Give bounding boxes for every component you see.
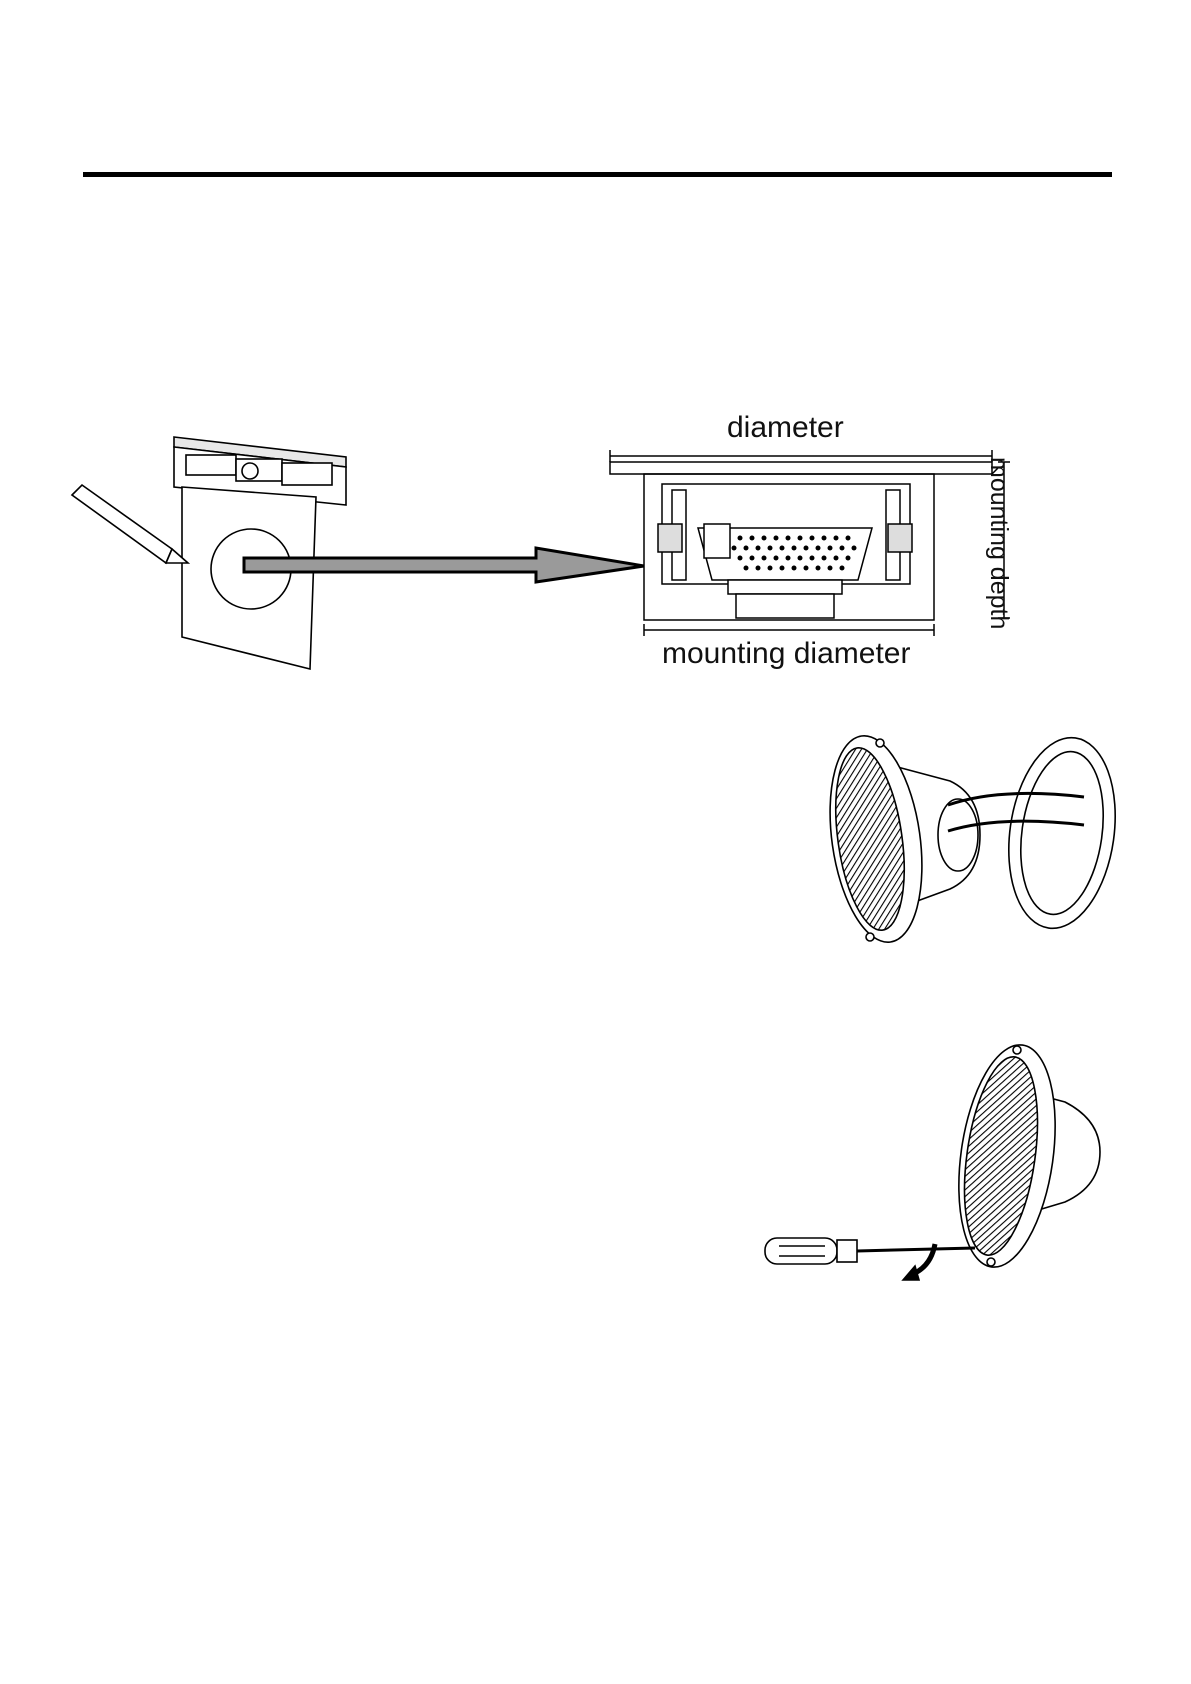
arrow-right-icon <box>240 540 660 590</box>
speaker-with-mounting-ring-icon <box>830 715 1120 975</box>
mounting-depth-label: mounting depth <box>984 457 1013 629</box>
speaker-with-screwdriver-icon <box>755 1030 1125 1290</box>
speaker-cross-section-icon <box>600 440 1020 660</box>
mounting-diameter-label: mounting diameter <box>662 637 910 671</box>
top-divider-rule <box>83 172 1112 177</box>
diameter-label: diameter <box>727 411 844 445</box>
